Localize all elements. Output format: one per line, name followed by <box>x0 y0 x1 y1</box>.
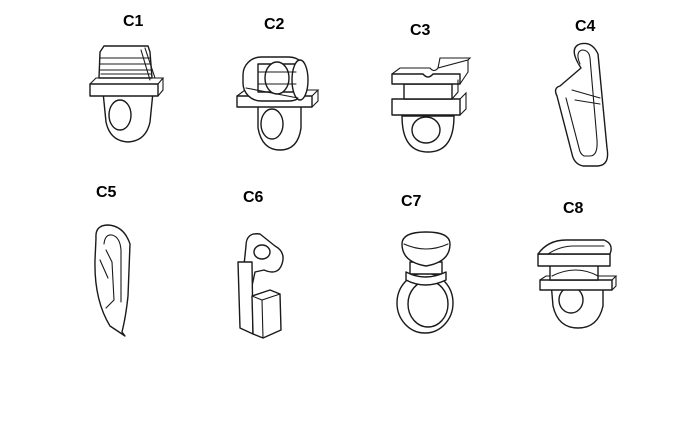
capped-glider-icon <box>538 240 616 328</box>
block-glider-icon <box>392 58 470 152</box>
pin-clip-hook-icon <box>95 225 130 336</box>
label-c8: C8 <box>563 200 584 217</box>
label-c5: C5 <box>96 184 117 201</box>
slider-tab-glider-icon <box>90 46 163 142</box>
knob-ring-glider-icon <box>397 232 453 333</box>
label-c2: C2 <box>264 16 285 33</box>
wheeled-glider-icon <box>237 57 318 150</box>
label-c4: C4 <box>575 18 596 35</box>
label-c1: C1 <box>123 13 144 30</box>
flat-hook-icon <box>238 234 283 338</box>
label-c3: C3 <box>410 22 431 39</box>
label-c7: C7 <box>401 193 422 210</box>
s-hook-icon <box>556 43 608 166</box>
label-c6: C6 <box>243 189 264 206</box>
